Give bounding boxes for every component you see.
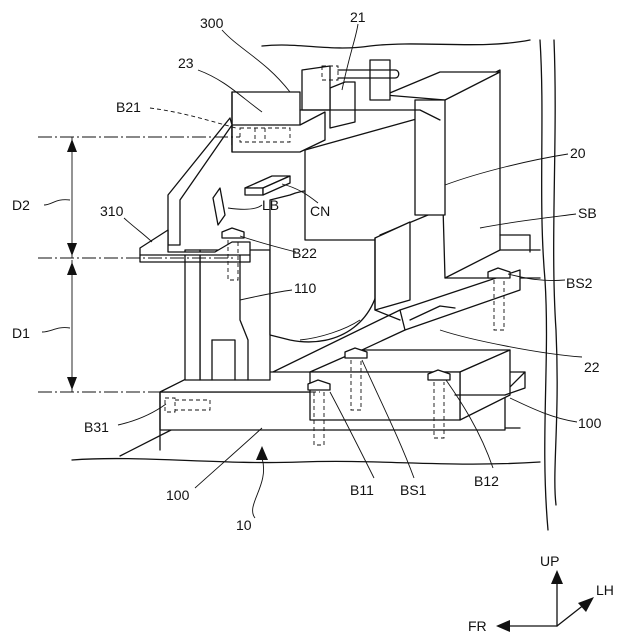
label-21: 21: [350, 9, 366, 25]
label-b31: B31: [84, 419, 109, 435]
axis-label-fr: FR: [468, 618, 487, 634]
label-d1: D1: [12, 325, 30, 341]
label-110: 110: [294, 280, 317, 296]
label-22: 22: [584, 359, 600, 375]
label-23: 23: [178, 55, 194, 71]
lh-arrow-icon: [578, 597, 594, 612]
label-b12: B12: [474, 473, 499, 489]
label-cn: CN: [310, 203, 330, 219]
label-310: 310: [100, 203, 124, 219]
axis-label-lh: LH: [596, 582, 614, 598]
label-b11: B11: [350, 482, 374, 498]
label-b21: B21: [116, 99, 141, 115]
label-20: 20: [570, 145, 586, 161]
label-b22: B22: [292, 245, 317, 261]
label-300: 300: [200, 15, 224, 31]
label-10: 10: [236, 517, 252, 533]
axis-label-up: UP: [540, 553, 559, 569]
label-bs2: BS2: [566, 275, 593, 291]
label-lb: LB: [262, 197, 279, 213]
up-arrow-icon: [551, 570, 563, 584]
pointer-arrow-10: [253, 446, 268, 518]
direction-indicator: [496, 570, 594, 632]
holder-110: [185, 250, 270, 380]
label-100-right: 100: [578, 415, 602, 431]
side-bracket-sb: [440, 70, 540, 278]
label-sb: SB: [578, 205, 597, 221]
label-100-bottom: 100: [166, 487, 190, 503]
label-block-lb: [245, 176, 290, 195]
fr-arrow-icon: [496, 620, 510, 632]
axis-labels: UP LH FR: [468, 553, 614, 634]
label-d2: D2: [12, 197, 30, 213]
label-bs1: BS1: [400, 482, 427, 498]
